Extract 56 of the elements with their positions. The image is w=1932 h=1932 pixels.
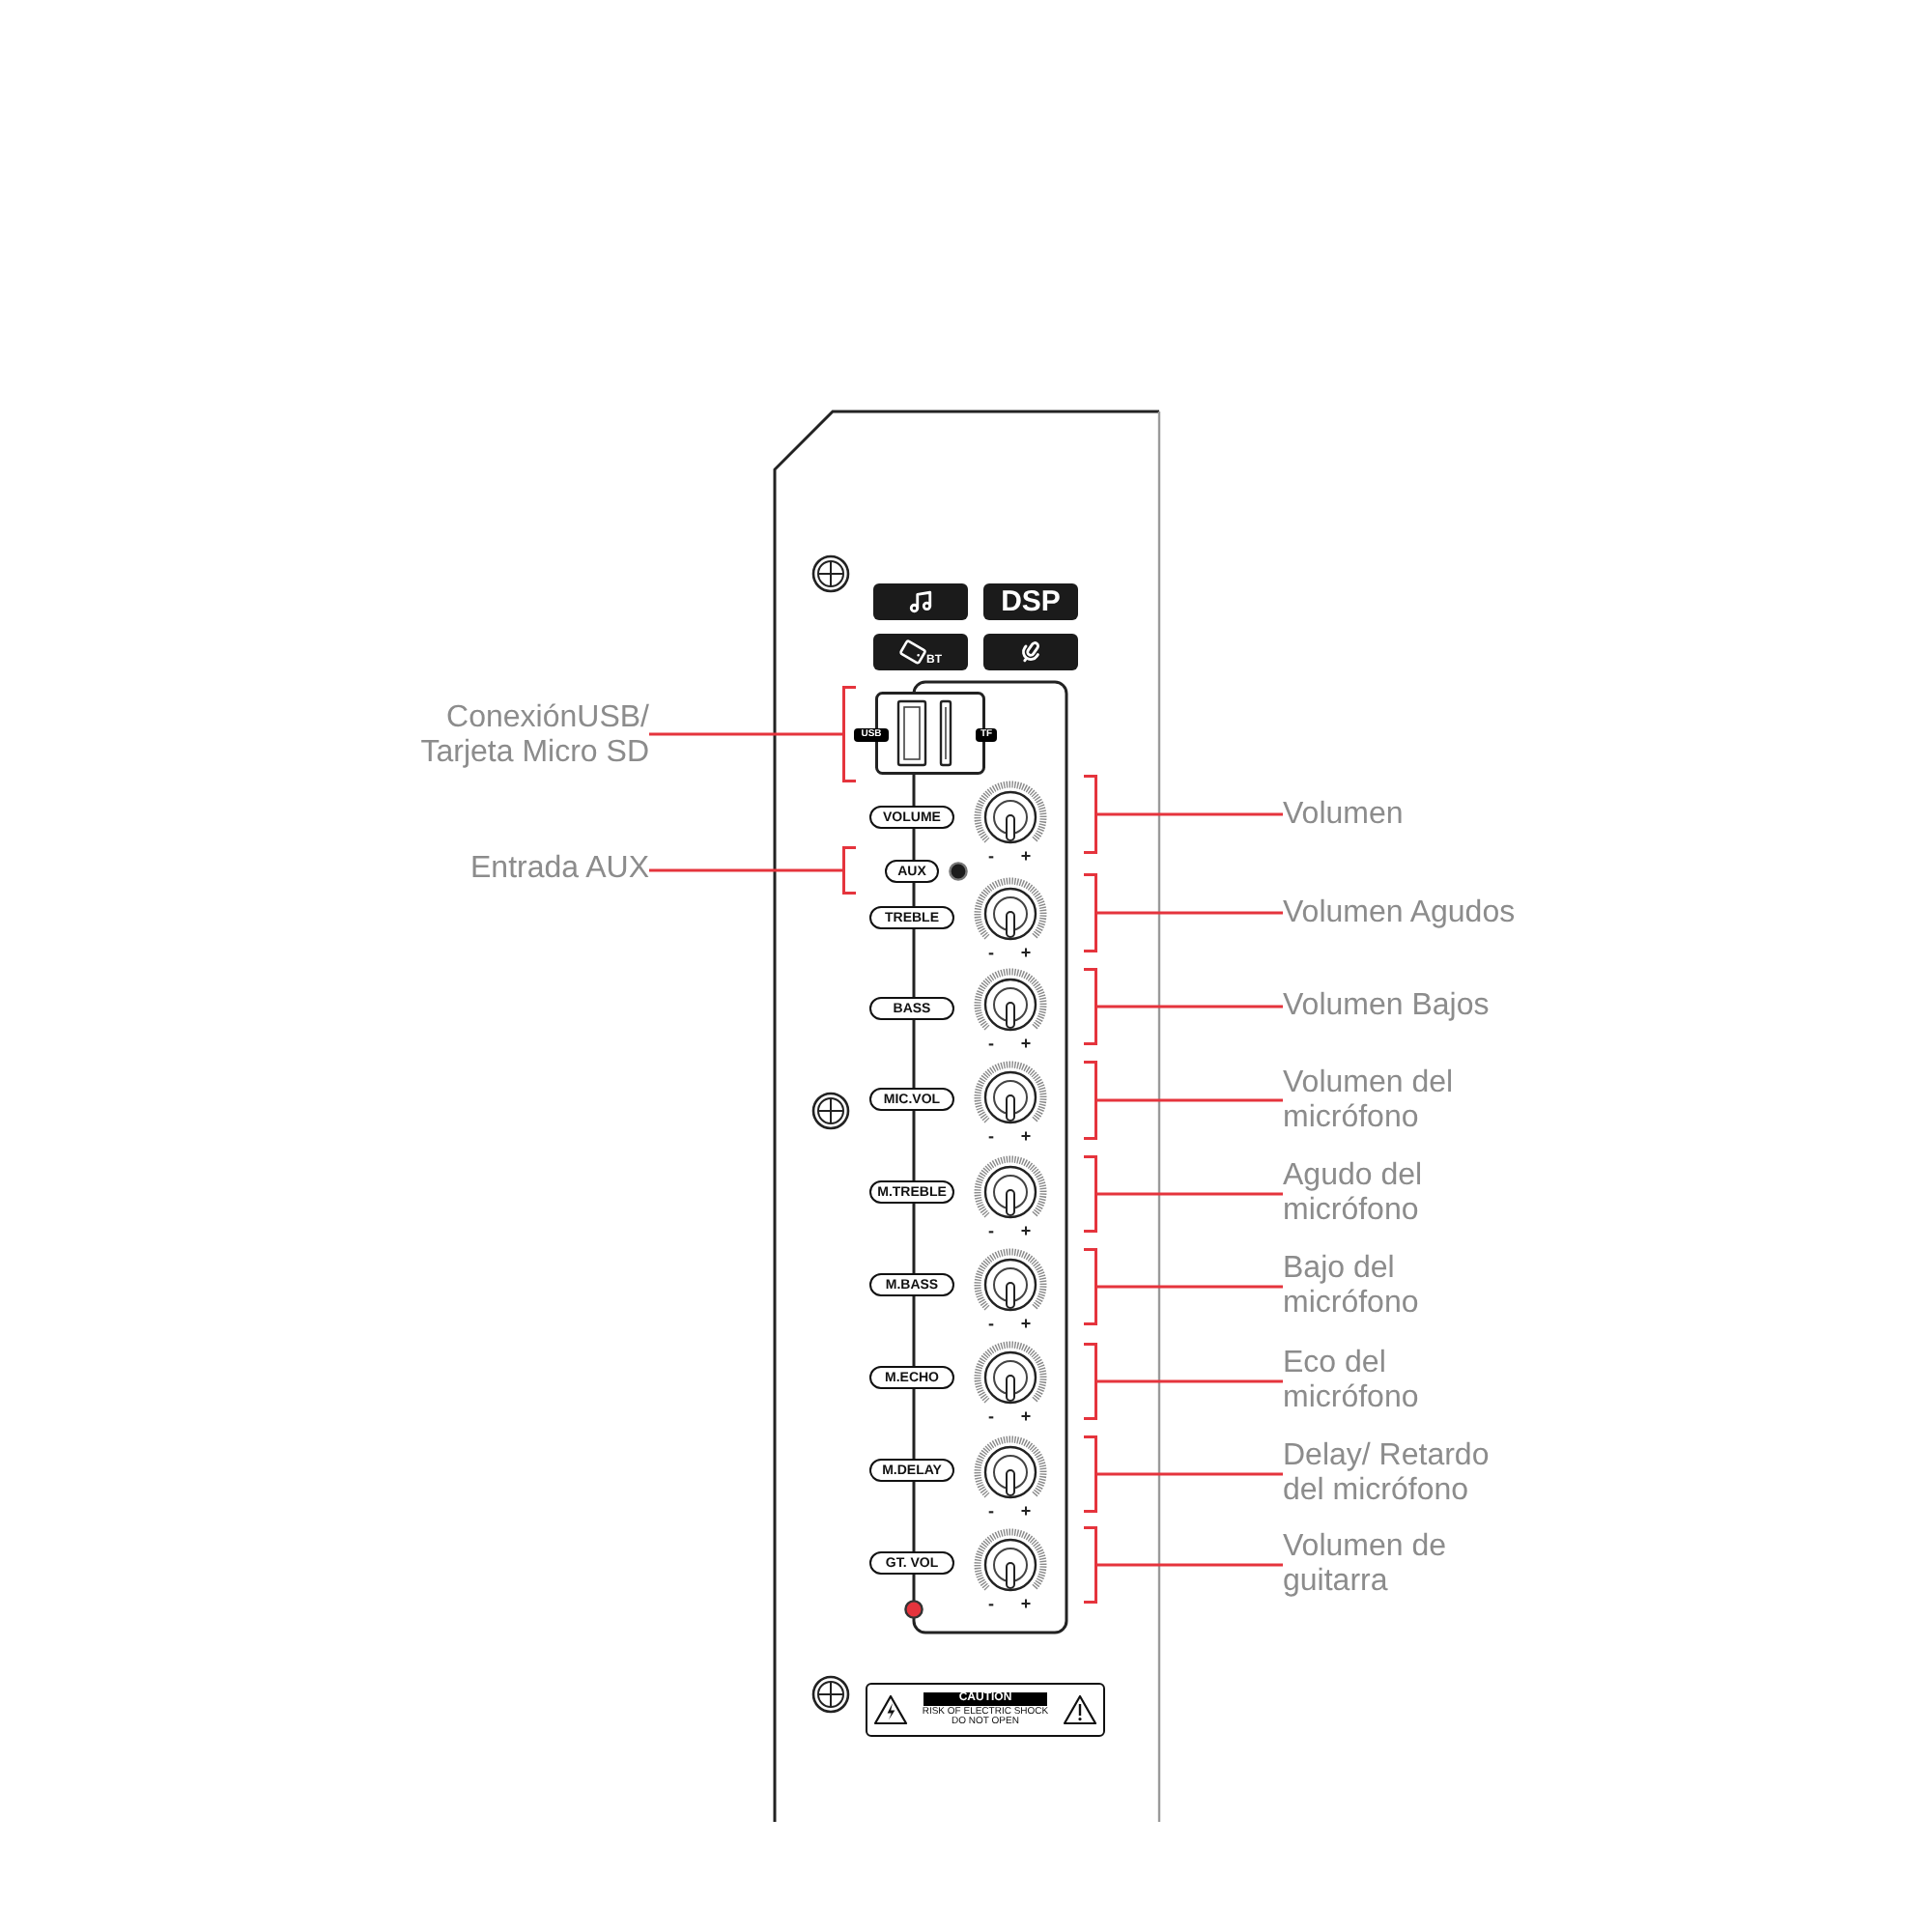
leader-line (1097, 1192, 1283, 1196)
bracket (1084, 873, 1097, 952)
callout-text: Agudo del micrófono (1283, 1159, 1511, 1229)
knob-scale-mark: + (1018, 943, 1034, 962)
leader-line (649, 868, 842, 872)
mode-tile: DSP (983, 583, 1078, 620)
bracket (1084, 1526, 1097, 1604)
knob-scale-mark: - (986, 1034, 996, 1053)
leader-line (1097, 1285, 1283, 1289)
callout-text: Volumen Agudos (1283, 895, 1669, 930)
knob-scale-mark: + (1018, 846, 1034, 866)
knob-scale-mark: + (1018, 1126, 1034, 1146)
callout-text: Volumen del micrófono (1283, 1065, 1511, 1135)
leader-line (1097, 1005, 1283, 1009)
callout-text: Volumen de guitarra (1283, 1530, 1511, 1600)
leader-line (1097, 1563, 1283, 1567)
knob-scale-mark: - (986, 1221, 996, 1240)
mode-tile (873, 583, 968, 620)
knob-scale-mark: - (986, 943, 996, 962)
bracket (1084, 775, 1097, 854)
leader-line (1097, 911, 1283, 915)
knob-scale-mark: - (986, 1406, 996, 1426)
bracket (842, 846, 856, 895)
bracket (1084, 1343, 1097, 1420)
leader-line (1097, 1472, 1283, 1476)
leader-line (1097, 812, 1283, 816)
knob-scale-mark: - (986, 1594, 996, 1613)
knob-scale-mark: - (986, 1126, 996, 1146)
knob-scale-mark: + (1018, 1501, 1034, 1520)
callout-text: Delay/ Retardo del micrófono (1283, 1439, 1511, 1509)
callout-text: ConexiónUSB/ Tarjeta Micro SD (390, 701, 649, 771)
leader-line (1097, 1379, 1283, 1383)
knob-scale-mark: - (986, 1314, 996, 1333)
knob-scale-mark: + (1018, 1406, 1034, 1426)
leader-line (649, 732, 842, 736)
knob-scale-mark: + (1018, 1034, 1034, 1053)
callout-text: Eco del micrófono (1283, 1347, 1511, 1416)
callout-text: Volumen Bajos (1283, 989, 1669, 1024)
mode-tile (983, 634, 1078, 670)
bracket (842, 686, 856, 782)
bracket (1084, 968, 1097, 1045)
bracket (1084, 1061, 1097, 1140)
knob-scale-mark: + (1018, 1594, 1034, 1613)
knob-scale-mark: - (986, 1501, 996, 1520)
knob-scale-mark: - (986, 846, 996, 866)
bracket (1084, 1155, 1097, 1233)
leader-line (1097, 1098, 1283, 1102)
knob-scale-mark: + (1018, 1314, 1034, 1333)
mode-tile (873, 634, 968, 670)
bracket (1084, 1248, 1097, 1325)
bracket (1084, 1435, 1097, 1513)
knob-scale-mark: + (1018, 1221, 1034, 1240)
callout-text: Bajo del micrófono (1283, 1252, 1511, 1321)
callout-text: Entrada AUX (390, 852, 649, 887)
callout-text: Volumen (1283, 797, 1669, 832)
caution-plate (866, 1683, 1105, 1737)
